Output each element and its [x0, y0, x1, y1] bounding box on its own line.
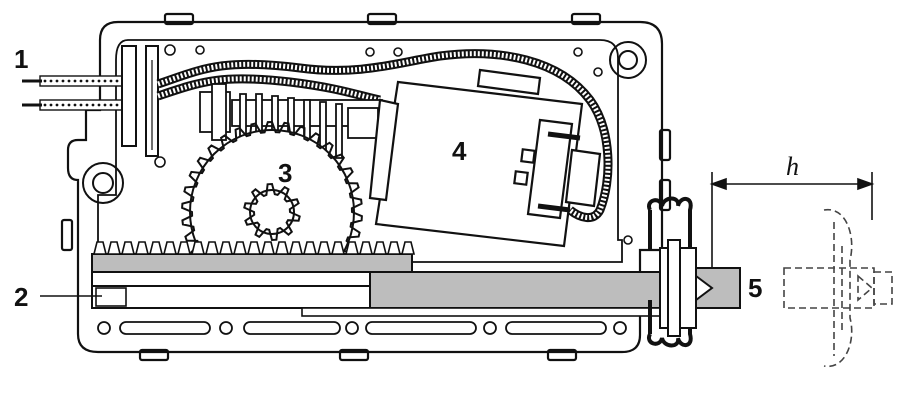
label-rack: 2 — [14, 282, 29, 312]
motor — [368, 68, 602, 248]
plunger-extended-phantom — [783, 209, 893, 367]
mounting-boss-left — [82, 162, 124, 204]
plunger — [659, 239, 741, 337]
wire-harness — [156, 49, 613, 222]
bellows — [647, 196, 693, 348]
housing-holes — [154, 44, 633, 245]
rack — [91, 241, 661, 317]
label-motor: 4 — [452, 136, 467, 166]
housing-slots — [97, 321, 627, 335]
label-plunger: 5 — [748, 273, 763, 303]
stroke-dimension — [709, 172, 875, 268]
mounting-boss-top-right — [609, 41, 647, 79]
label-gear: 3 — [278, 158, 293, 188]
connector — [22, 45, 159, 157]
label-stroke: h — [786, 152, 799, 181]
label-connector: 1 — [14, 44, 29, 74]
